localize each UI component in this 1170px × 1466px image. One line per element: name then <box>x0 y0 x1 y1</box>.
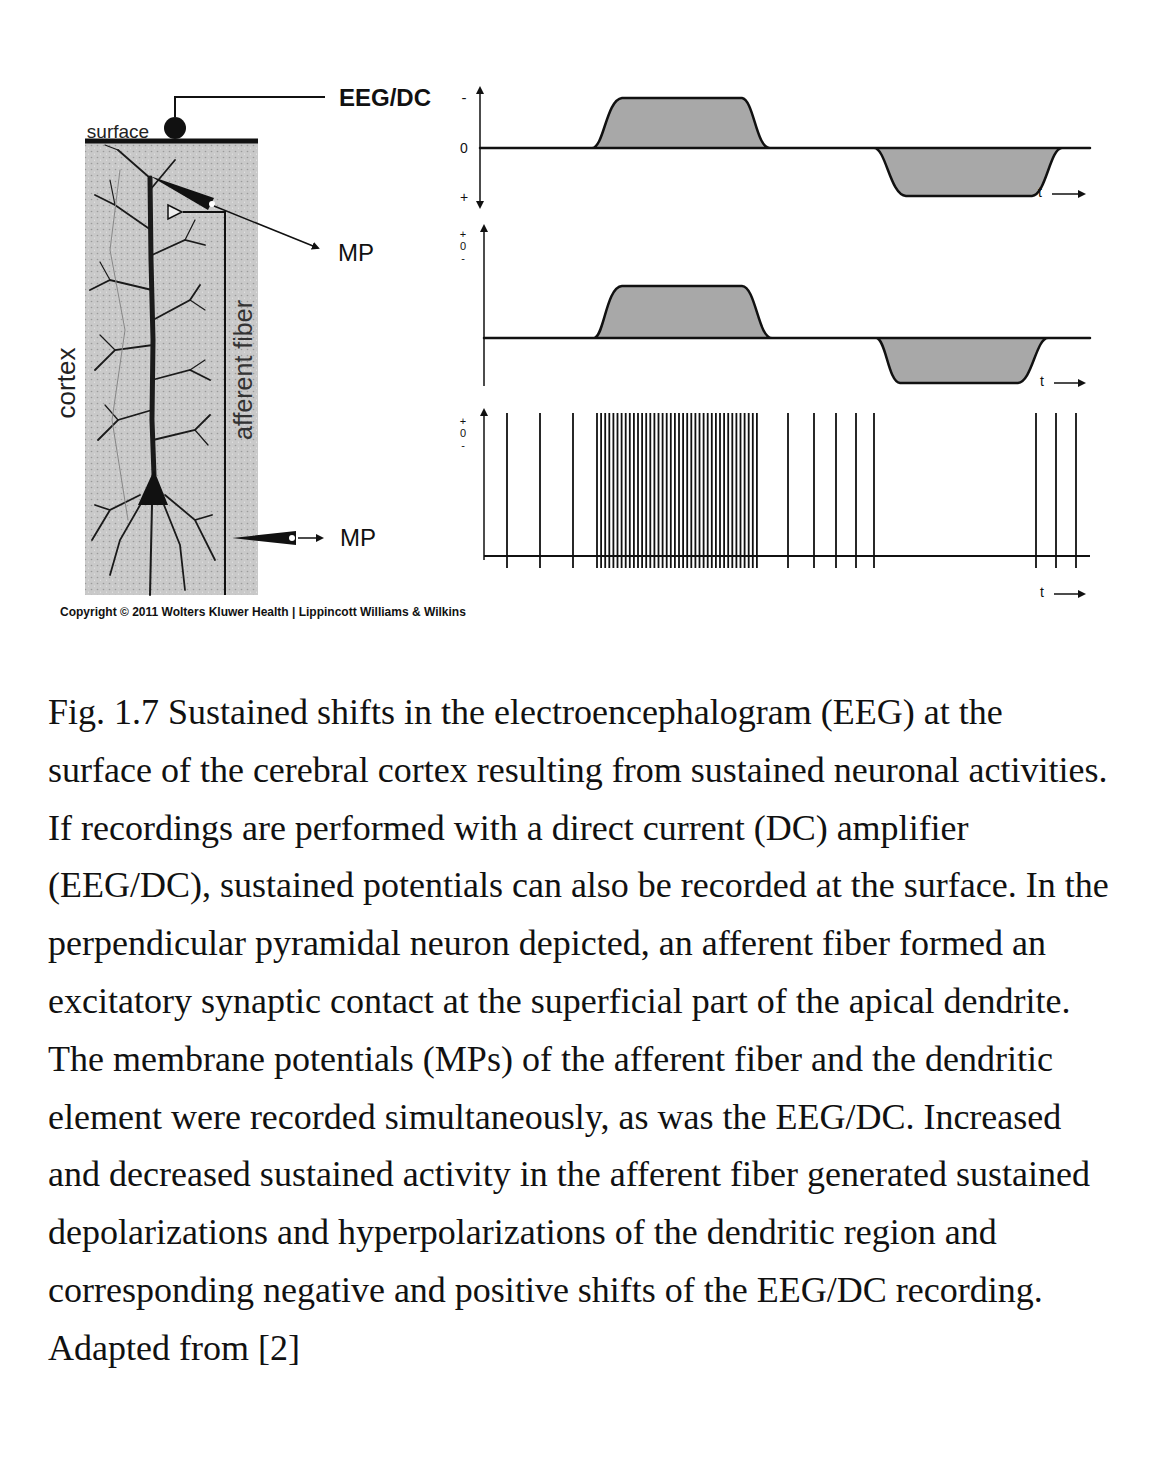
axis-label: t <box>1040 374 1044 388</box>
signal-label: MP <box>340 526 376 550</box>
soma <box>138 470 168 505</box>
figure-caption: Fig. 1.7 Sustained shifts in the electro… <box>48 684 1110 1378</box>
microelectrode <box>232 531 296 545</box>
axis-tick: 0 <box>460 428 466 439</box>
region-label: cortex <box>53 348 79 419</box>
eeg-dc-trace <box>480 98 1090 196</box>
axis-tick: + <box>460 190 468 204</box>
axis-label: t <box>1040 585 1044 599</box>
electrode-wire <box>175 97 325 117</box>
axis-tick: + <box>460 229 466 240</box>
axis-tick: - <box>461 253 465 264</box>
copyright-note: Copyright © 2011 Wolters Kluwer Health |… <box>60 606 466 618</box>
axis-tick: 0 <box>460 241 466 252</box>
axis-tick: 0 <box>460 141 468 155</box>
axis-tick: + <box>460 416 466 427</box>
dendrite-mp-trace <box>484 286 1090 383</box>
axis-label: t <box>1038 185 1042 199</box>
axis-tick: - <box>461 440 465 451</box>
signal-label: EEG/DC <box>339 86 431 110</box>
cortex-tissue <box>85 141 258 595</box>
synapse <box>168 205 182 219</box>
illustration <box>0 0 1170 640</box>
signal-label: MP <box>338 241 374 265</box>
structure-label: afferent fiber <box>231 300 256 440</box>
structure-label: surface <box>87 122 149 141</box>
afferent-mp-trace <box>484 555 1090 557</box>
axis-tick: - <box>462 90 467 105</box>
microelectrode <box>150 176 214 210</box>
surface-electrode <box>164 117 186 139</box>
afferent-fiber <box>183 212 225 595</box>
action-potentials <box>507 413 1076 568</box>
